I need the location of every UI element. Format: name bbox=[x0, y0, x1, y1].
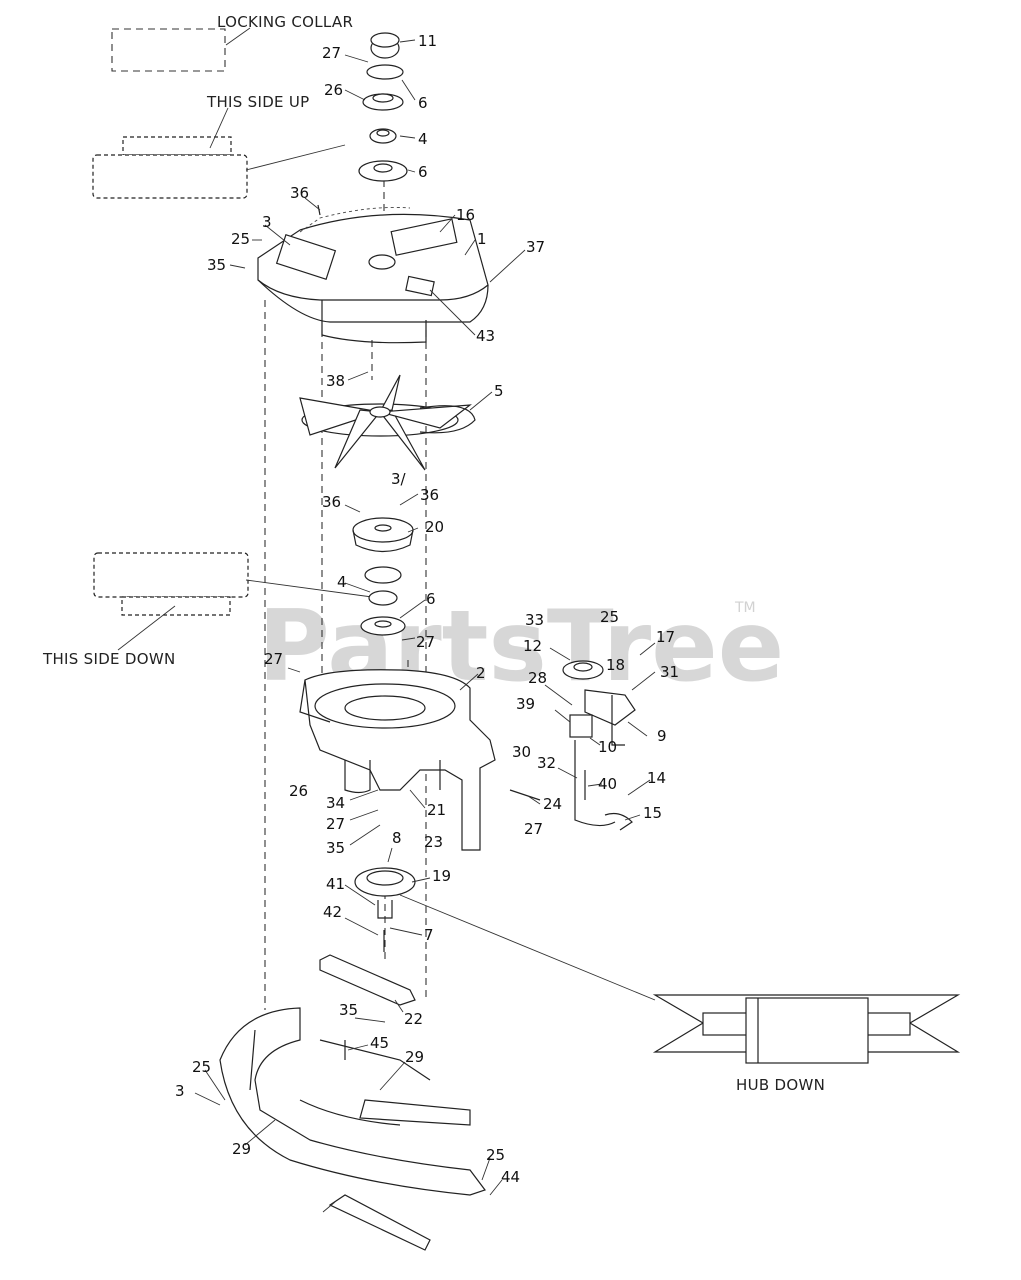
callout: 30 bbox=[512, 743, 531, 761]
this-side-up-caption: THIS SIDE UP bbox=[206, 93, 310, 111]
callout: 44 bbox=[501, 1168, 520, 1186]
callout: 2 bbox=[476, 664, 486, 682]
callout: 29 bbox=[405, 1048, 424, 1066]
callout: 25 bbox=[231, 230, 250, 248]
callout: 36 bbox=[420, 486, 439, 504]
leader-lines bbox=[194, 39, 656, 1213]
callout: 35 bbox=[339, 1001, 358, 1019]
housing-top bbox=[257, 204, 489, 344]
callout: 4 bbox=[337, 573, 347, 591]
main-housing bbox=[299, 669, 496, 851]
this-side-down-caption: THIS SIDE DOWN bbox=[42, 650, 176, 668]
callout: 38 bbox=[326, 372, 345, 390]
callout: 14 bbox=[647, 769, 666, 787]
callout: 21 bbox=[427, 801, 446, 819]
callout: 15 bbox=[643, 804, 662, 822]
callout: 35 bbox=[326, 839, 345, 857]
callout: 37 bbox=[526, 238, 545, 256]
callout: 7 bbox=[424, 926, 434, 944]
this-side-up-inset: THIS SIDE UP bbox=[92, 93, 346, 199]
callout: 17 bbox=[656, 628, 675, 646]
callout: 23 bbox=[424, 833, 443, 851]
hub-down-inset: HUB DOWN bbox=[399, 894, 961, 1094]
belt-guide bbox=[319, 954, 416, 1006]
idler-arm-group bbox=[509, 660, 636, 831]
callout: 39 bbox=[516, 695, 535, 713]
callout: 27 bbox=[416, 633, 435, 651]
callout: 36 bbox=[290, 184, 309, 202]
blade bbox=[328, 1194, 431, 1251]
callout: 25 bbox=[486, 1146, 505, 1164]
hub-down-caption: HUB DOWN bbox=[736, 1076, 825, 1094]
this-side-down-inset: THIS SIDE DOWN bbox=[42, 552, 373, 668]
callout: 31 bbox=[660, 663, 679, 681]
callout: 11 bbox=[418, 32, 437, 50]
callout: 35 bbox=[207, 256, 226, 274]
part-callouts: 11 27 26 6 4 6 36 16 1 3 25 35 37 43 38 … bbox=[175, 32, 679, 1186]
callout: 25 bbox=[192, 1058, 211, 1076]
callout: 27 bbox=[264, 650, 283, 668]
callout: 16 bbox=[456, 206, 475, 224]
callout: 26 bbox=[324, 81, 343, 99]
callout: 34 bbox=[326, 794, 345, 812]
hub-flange-stack bbox=[352, 517, 414, 636]
callout: 6 bbox=[418, 94, 428, 112]
callout: 28 bbox=[528, 669, 547, 687]
callout: 42 bbox=[323, 903, 342, 921]
callout: 3 bbox=[262, 213, 272, 231]
callout: 40 bbox=[598, 775, 617, 793]
callout: 45 bbox=[370, 1034, 389, 1052]
watermark-trademark: TM bbox=[734, 600, 756, 616]
callout: 8 bbox=[392, 829, 402, 847]
callout: 5 bbox=[494, 382, 504, 400]
locking-collar-inset: LOCKING COLLAR bbox=[111, 13, 353, 72]
locking-collar-caption: LOCKING COLLAR bbox=[217, 13, 353, 31]
fan bbox=[299, 374, 476, 471]
top-bearing-stack bbox=[358, 32, 408, 182]
callout: 22 bbox=[404, 1010, 423, 1028]
callout: 32 bbox=[537, 754, 556, 772]
callout: 9 bbox=[657, 727, 667, 745]
callout: 27 bbox=[326, 815, 345, 833]
callout: 6 bbox=[418, 163, 428, 181]
callout: 24 bbox=[543, 795, 562, 813]
callout: 29 bbox=[232, 1140, 251, 1158]
callout: 12 bbox=[523, 637, 542, 655]
callout: 41 bbox=[326, 875, 345, 893]
callout: 25 bbox=[600, 608, 619, 626]
lower-shroud bbox=[219, 1007, 486, 1196]
callout: 4 bbox=[418, 130, 428, 148]
callout: 33 bbox=[525, 611, 544, 629]
callout: 36 bbox=[322, 493, 341, 511]
callout: 43 bbox=[476, 327, 495, 345]
callout: 20 bbox=[425, 518, 444, 536]
callout: 6 bbox=[426, 590, 436, 608]
callout: 3 bbox=[175, 1082, 185, 1100]
callout: 1 bbox=[477, 230, 487, 248]
pulley-assembly bbox=[354, 867, 416, 952]
callout: 27 bbox=[322, 44, 341, 62]
callout: 27 bbox=[524, 820, 543, 838]
callout: 19 bbox=[432, 867, 451, 885]
callout: 26 bbox=[289, 782, 308, 800]
callout: 3/ bbox=[391, 470, 407, 488]
callout: 18 bbox=[606, 656, 625, 674]
callout: 10 bbox=[598, 738, 617, 756]
